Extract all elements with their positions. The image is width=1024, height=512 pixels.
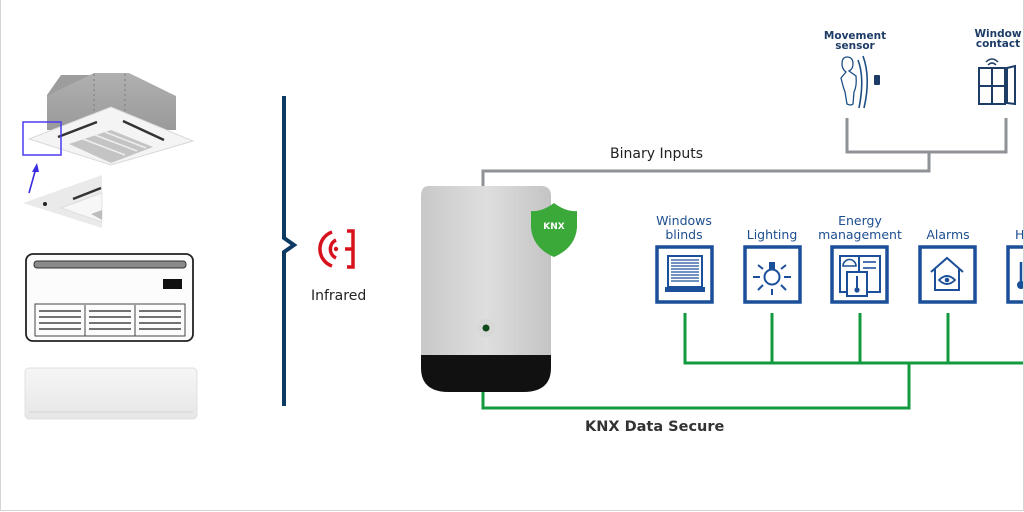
- function-label-windows-blinds: Windows blinds: [642, 214, 726, 242]
- knx-shield-icon: [531, 203, 577, 257]
- floor-ceiling-unit: [25, 253, 194, 342]
- sensor-label-line2: contact: [975, 38, 1021, 50]
- binary-inputs-label: Binary Inputs: [610, 146, 703, 162]
- sensor-label-line1: Window: [974, 28, 1022, 40]
- binary-inputs-bus: [481, 118, 1008, 186]
- knx-gateway-device: [421, 186, 551, 392]
- ceiling-cassette-unit: [27, 73, 195, 166]
- sensor-label-window-contact: Window contact: [967, 28, 1023, 50]
- knx-badge-text: KNX: [543, 222, 565, 232]
- knx-bus: [481, 313, 1023, 410]
- sensor-label-movement: Movement sensor: [819, 30, 891, 52]
- energy-management-icon: [830, 245, 889, 304]
- function-label-lighting: Lighting: [746, 227, 798, 242]
- infrared-icon: [318, 229, 355, 269]
- lightbulb-icon: [743, 245, 802, 304]
- function-label-energy-management: Energy management: [817, 214, 903, 242]
- wall-mounted-split-unit: [24, 367, 198, 420]
- infrared-label: Infrared: [311, 288, 367, 304]
- sensor-label-line1: Movement: [823, 30, 887, 42]
- sensor-label-line2: sensor: [835, 40, 875, 52]
- window-blinds-icon: [655, 245, 714, 304]
- window-contact-icon: [978, 58, 1016, 106]
- function-label-line2: blinds: [665, 227, 703, 242]
- alarm-house-eye-icon: [918, 245, 977, 304]
- function-label-line1: Energy: [838, 213, 882, 228]
- arrow-icon: [28, 163, 39, 194]
- movement-sensor-icon: [840, 55, 880, 109]
- function-label-partial: H: [1015, 227, 1024, 242]
- function-label-alarms: Alarms: [926, 227, 970, 242]
- cassette-detail-closeup: [23, 175, 103, 228]
- thermometer-icon: [1006, 245, 1023, 304]
- knx-data-secure-label: KNX Data Secure: [585, 419, 725, 435]
- function-label-line2: management: [818, 227, 902, 242]
- highlight-box: [22, 121, 62, 156]
- function-label-line1: Windows: [656, 213, 712, 228]
- brace-bracket: [282, 96, 298, 406]
